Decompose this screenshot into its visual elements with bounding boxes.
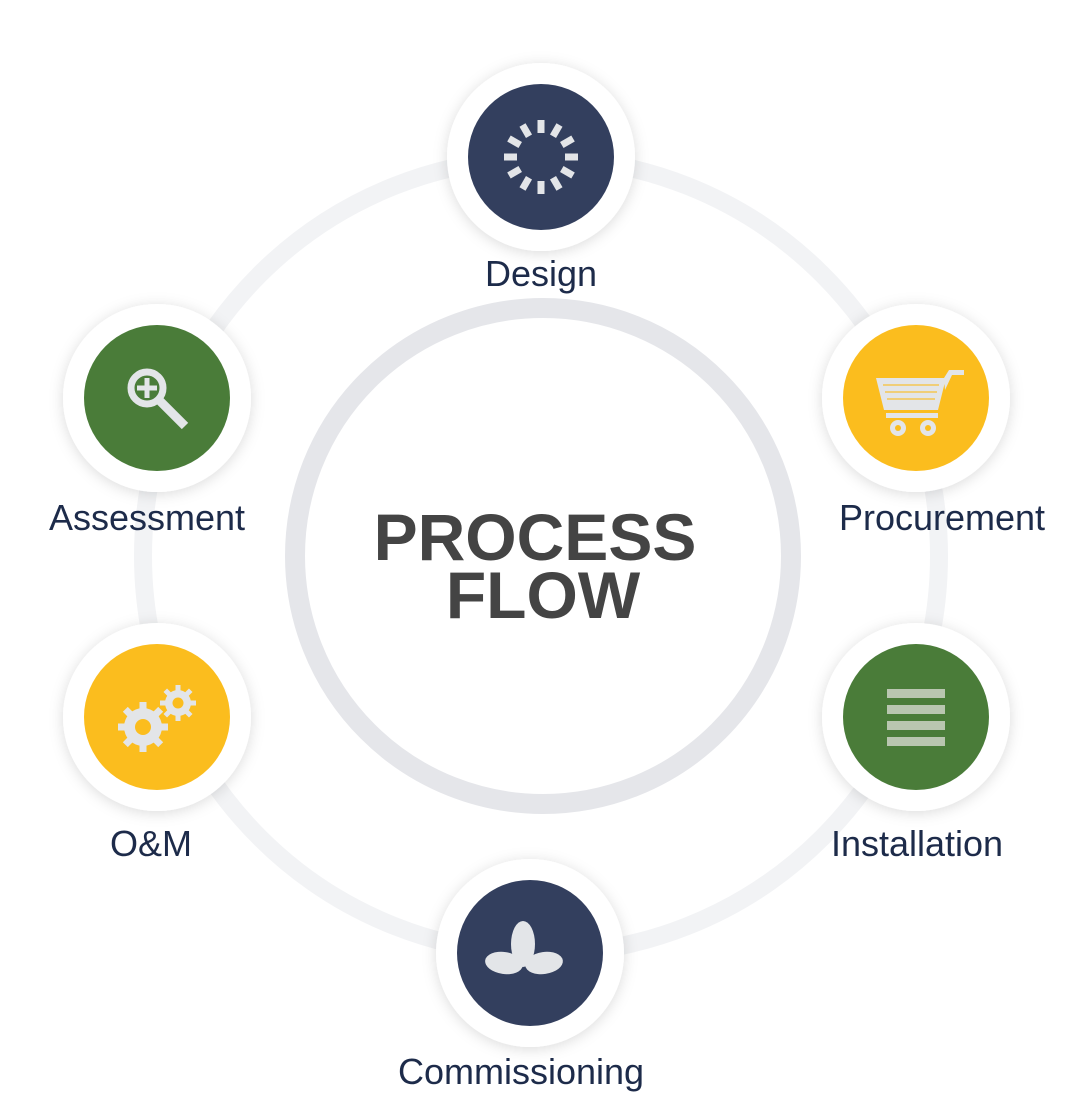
- step-label-commissioning: Commissioning: [398, 1051, 644, 1092]
- center-title-line1: PROCESS: [374, 500, 697, 574]
- step-assessment[interactable]: [63, 304, 251, 492]
- step-procurement[interactable]: [822, 304, 1010, 492]
- step-disc: [468, 84, 614, 230]
- step-label-installation: Installation: [831, 823, 1003, 864]
- step-om[interactable]: [63, 623, 251, 811]
- step-label-design: Design: [485, 253, 597, 294]
- step-label-procurement: Procurement: [839, 497, 1045, 538]
- gears-icon: [118, 685, 196, 752]
- step-installation[interactable]: [822, 623, 1010, 811]
- step-design[interactable]: [447, 63, 635, 251]
- center-circle: [285, 298, 801, 814]
- step-label-assessment: Assessment: [49, 497, 245, 538]
- step-disc: [843, 644, 989, 790]
- step-label-om: O&M: [110, 823, 192, 864]
- loading-spinner-icon: [504, 120, 578, 194]
- leaves-icon: [485, 921, 563, 975]
- shopping-cart-icon: [876, 370, 964, 436]
- list-lines-icon: [887, 689, 945, 746]
- zoom-in-magnifier-icon: [127, 368, 189, 430]
- step-commissioning[interactable]: [436, 859, 624, 1047]
- center-title-line2: FLOW: [446, 558, 641, 632]
